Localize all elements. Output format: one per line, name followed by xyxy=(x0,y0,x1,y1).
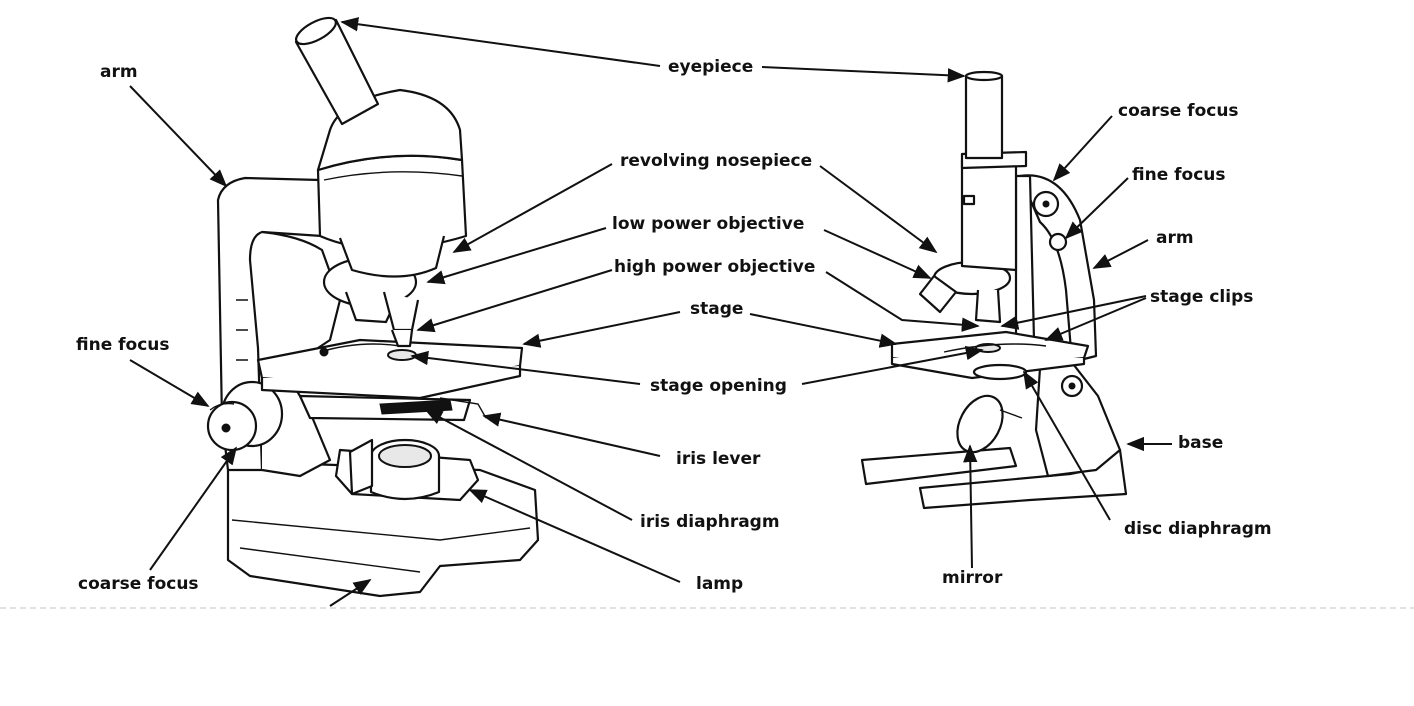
label-stage: stage xyxy=(690,299,744,319)
label-lamp: lamp xyxy=(696,574,744,594)
label-iris-lever: iris lever xyxy=(676,449,761,469)
label-stage-opening: stage opening xyxy=(650,376,787,396)
label-mirror: mirror xyxy=(942,568,1003,588)
right-microscope xyxy=(860,70,1128,510)
leader-lines xyxy=(129,17,1172,607)
label-coarse-focus-right: coarse focus xyxy=(1118,101,1239,121)
label-revolving-nosepiece: revolving nosepiece xyxy=(620,151,813,171)
label-fine-focus-left: fine focus xyxy=(76,335,170,355)
left-microscope xyxy=(206,16,540,598)
label-arm-right: arm xyxy=(1156,228,1194,248)
label-eyepiece: eyepiece xyxy=(668,57,754,77)
label-fine-focus-right: fine focus xyxy=(1132,165,1226,185)
label-coarse-focus-left: coarse focus xyxy=(78,574,199,594)
label-low-power-objective: low power objective xyxy=(612,214,805,234)
label-high-power-objective: high power objective xyxy=(614,257,816,277)
label-arm-left: arm xyxy=(100,62,138,82)
label-iris-diaphragm: iris diaphragm xyxy=(640,512,780,532)
label-disc-diaphragm: disc diaphragm xyxy=(1124,519,1272,539)
label-base: base xyxy=(1178,433,1224,453)
label-stage-clips: stage clips xyxy=(1150,287,1254,307)
